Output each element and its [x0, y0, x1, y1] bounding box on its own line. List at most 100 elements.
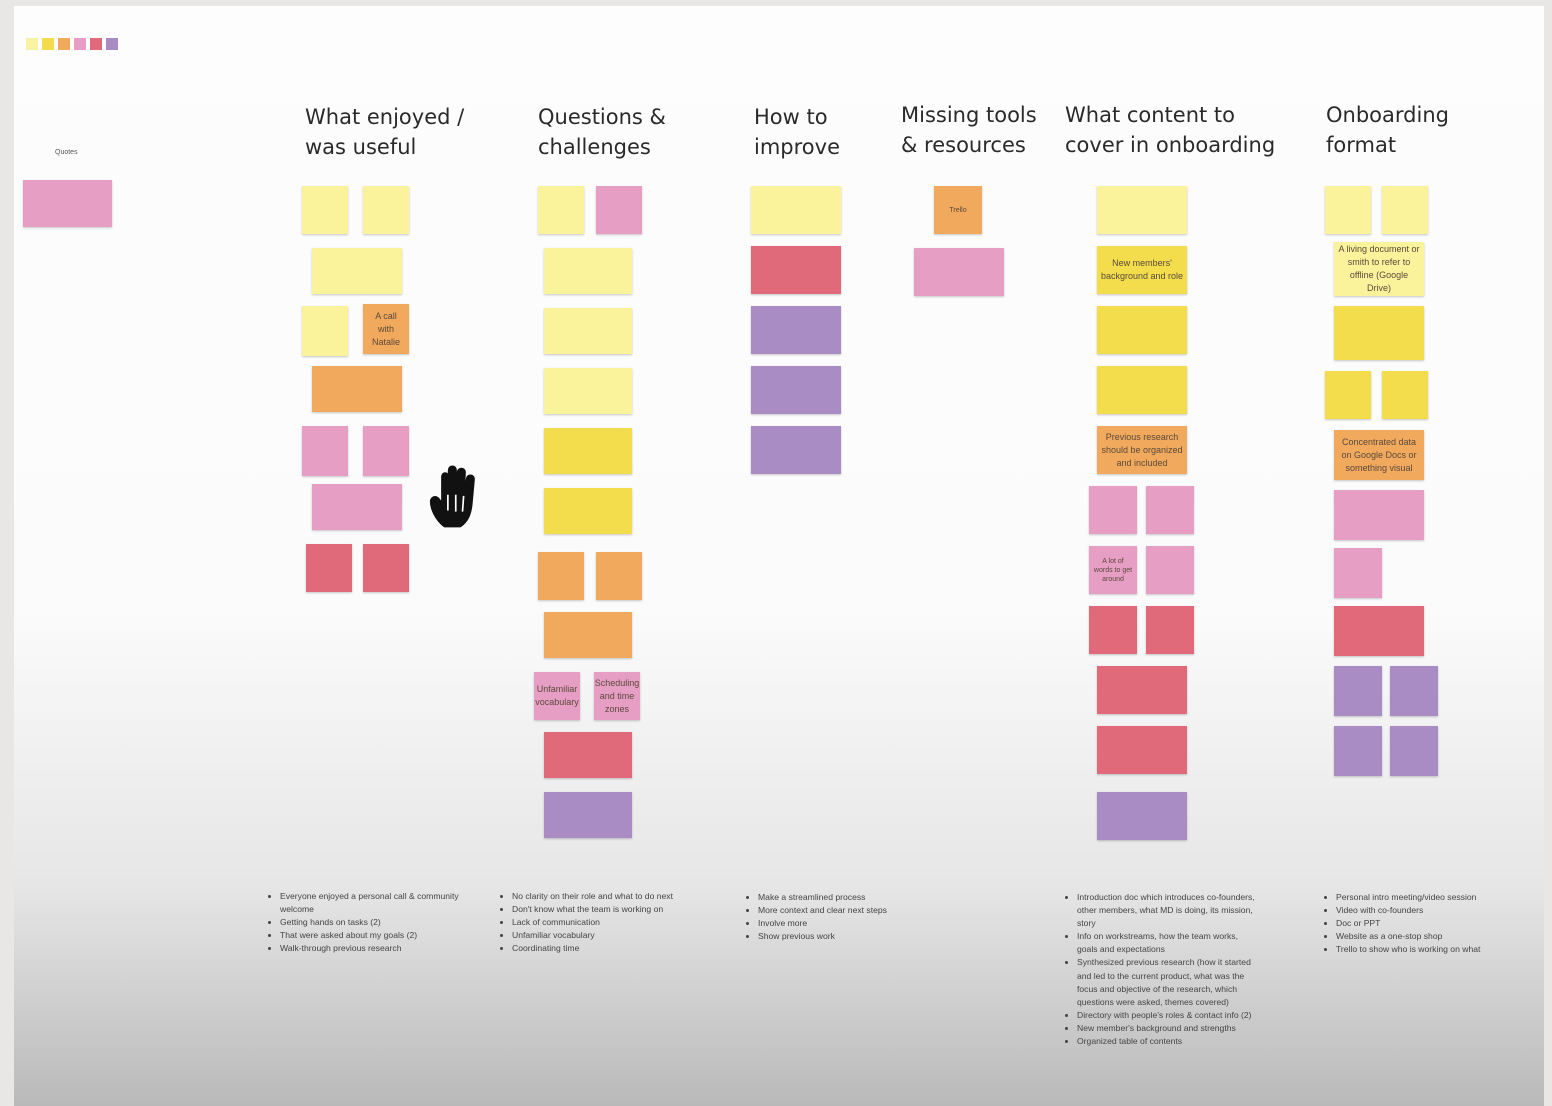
sticky-note[interactable] — [1325, 186, 1371, 234]
sticky-note[interactable] — [1334, 666, 1382, 716]
sticky-note[interactable] — [544, 488, 632, 534]
summary-item: Organized table of contents — [1077, 1035, 1257, 1048]
sticky-note[interactable]: Scheduling and time zones — [594, 672, 640, 720]
sticky-note[interactable] — [1334, 490, 1424, 540]
sticky-note[interactable] — [1097, 726, 1187, 774]
sticky-note[interactable] — [302, 306, 348, 356]
sticky-note[interactable] — [1097, 186, 1187, 234]
sticky-note[interactable] — [302, 186, 348, 234]
quote-sticky-note[interactable] — [23, 180, 112, 227]
sticky-note[interactable] — [1146, 546, 1194, 594]
sticky-note[interactable] — [751, 246, 841, 294]
swatch-purple[interactable] — [106, 38, 118, 50]
sticky-note[interactable] — [544, 428, 632, 474]
sticky-note[interactable] — [751, 186, 841, 234]
sticky-note[interactable] — [1325, 371, 1371, 419]
sticky-note[interactable] — [596, 552, 642, 600]
sticky-note[interactable] — [596, 186, 642, 234]
sticky-note[interactable]: Trello — [934, 186, 982, 234]
sticky-note[interactable] — [751, 426, 841, 474]
column-heading-enjoyed: What enjoyed / was useful — [305, 105, 465, 159]
summary-item: Coordinating time — [512, 942, 682, 955]
sticky-note[interactable] — [302, 426, 348, 476]
sticky-note[interactable] — [544, 368, 632, 414]
summary-item: Lack of communication — [512, 916, 682, 929]
sticky-note[interactable] — [751, 306, 841, 354]
sticky-note[interactable] — [312, 248, 402, 294]
sticky-note[interactable] — [914, 248, 1004, 296]
summary-item: Video with co-founders — [1336, 904, 1496, 917]
summary-item: Personal intro meeting/video session — [1336, 891, 1496, 904]
sticky-note[interactable] — [1334, 306, 1424, 360]
summary-item: New member's background and strengths — [1077, 1022, 1257, 1035]
sticky-note[interactable]: Concentrated data on Google Docs or some… — [1334, 430, 1424, 480]
summary-item: Unfamiliar vocabulary — [512, 929, 682, 942]
sticky-note[interactable] — [1097, 792, 1187, 840]
sticky-note[interactable]: Previous research should be organized an… — [1097, 426, 1187, 474]
sticky-note[interactable] — [538, 186, 584, 234]
summary-item: Doc or PPT — [1336, 917, 1496, 930]
summary-questions: No clarity on their role and what to do … — [501, 890, 682, 955]
summary-enjoyed: Everyone enjoyed a personal call & commu… — [269, 890, 460, 955]
sticky-note[interactable] — [1146, 606, 1194, 654]
sticky-note[interactable] — [1390, 666, 1438, 716]
column-heading-questions: Questions & challenges — [538, 105, 666, 159]
hand-cursor-icon — [429, 465, 475, 528]
sticky-note[interactable] — [544, 732, 632, 778]
sticky-note[interactable]: A call with Natalie — [363, 304, 409, 354]
sticky-note[interactable] — [1334, 606, 1424, 656]
summary-content: Introduction doc which introduces co-fou… — [1066, 891, 1257, 1048]
summary-item: Info on workstreams, how the team works,… — [1077, 930, 1257, 956]
summary-item: Directory with people's roles & contact … — [1077, 1009, 1257, 1022]
swatch-light-yellow[interactable] — [26, 38, 38, 50]
sticky-note[interactable] — [544, 308, 632, 354]
sticky-note[interactable] — [363, 426, 409, 476]
summary-item: Involve more — [758, 917, 938, 930]
sticky-note[interactable] — [1089, 486, 1137, 534]
swatch-pink[interactable] — [74, 38, 86, 50]
sticky-note[interactable]: New members' background and role — [1097, 246, 1187, 294]
sticky-note[interactable] — [312, 484, 402, 530]
sticky-note[interactable] — [1334, 548, 1382, 598]
sticky-note[interactable]: A living document or smith to refer to o… — [1334, 242, 1424, 296]
summary-format: Personal intro meeting/video session Vid… — [1325, 891, 1496, 956]
summary-item: Don't know what the team is working on — [512, 903, 682, 916]
sticky-note[interactable] — [1334, 726, 1382, 776]
summary-item: Show previous work — [758, 930, 938, 943]
sticky-note[interactable] — [1382, 371, 1428, 419]
summary-item: Walk-through previous research — [280, 942, 460, 955]
sticky-note[interactable] — [1382, 186, 1428, 234]
summary-item: No clarity on their role and what to do … — [512, 890, 682, 903]
summary-item: Make a streamlined process — [758, 891, 938, 904]
sticky-note[interactable] — [1097, 366, 1187, 414]
summary-item: That were asked about my goals (2) — [280, 929, 460, 942]
sticky-note[interactable]: Unfamiliar vocabulary — [534, 672, 580, 720]
swatch-orange[interactable] — [58, 38, 70, 50]
summary-item: Everyone enjoyed a personal call & commu… — [280, 890, 460, 916]
column-heading-missing-tools: Missing tools & resources — [901, 103, 1037, 157]
summary-item: Website as a one-stop shop — [1336, 930, 1496, 943]
sticky-note[interactable] — [544, 792, 632, 838]
sticky-note[interactable] — [538, 552, 584, 600]
sticky-note[interactable] — [544, 612, 632, 658]
sticky-note[interactable] — [363, 544, 409, 592]
sticky-note[interactable] — [544, 248, 632, 294]
sticky-note[interactable] — [751, 366, 841, 414]
sticky-note[interactable] — [363, 186, 409, 234]
column-heading-format: Onboarding format — [1326, 103, 1449, 157]
swatch-red[interactable] — [90, 38, 102, 50]
sticky-note[interactable] — [312, 366, 402, 412]
summary-item: Synthesized previous research (how it st… — [1077, 956, 1257, 1008]
summary-item: Introduction doc which introduces co-fou… — [1077, 891, 1257, 930]
sticky-note[interactable] — [1089, 606, 1137, 654]
sticky-note[interactable] — [1390, 726, 1438, 776]
sticky-note[interactable] — [1097, 306, 1187, 354]
swatch-yellow[interactable] — [42, 38, 54, 50]
sticky-note[interactable] — [1146, 486, 1194, 534]
sticky-note[interactable] — [1097, 666, 1187, 714]
sticky-note[interactable] — [306, 544, 352, 592]
column-heading-content: What content to cover in onboarding — [1065, 103, 1276, 157]
column-heading-improve: How to improve — [754, 105, 840, 159]
sticky-note[interactable]: A lot of words to get around — [1089, 546, 1137, 594]
whiteboard-canvas[interactable]: Quotes What enjoyed / was useful Questio… — [14, 6, 1544, 1106]
